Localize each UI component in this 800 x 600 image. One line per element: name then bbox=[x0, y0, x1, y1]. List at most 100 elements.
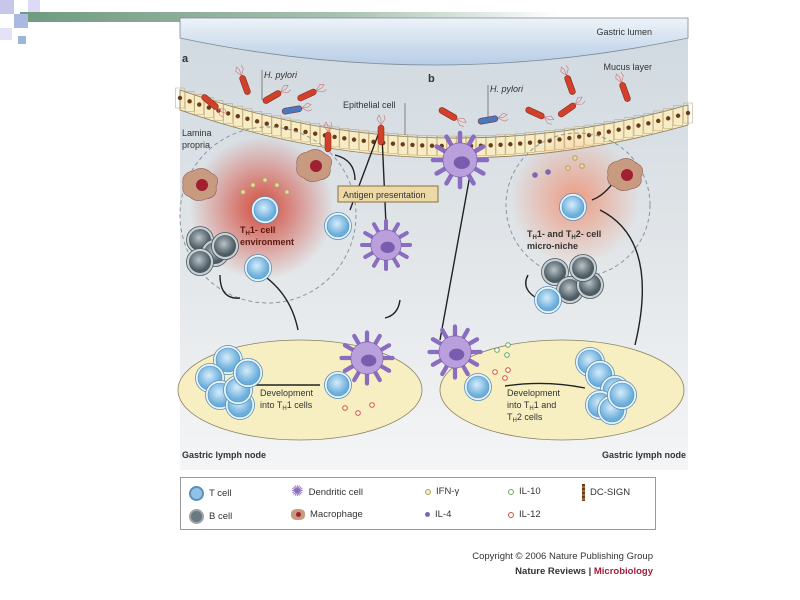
epithelial-cell bbox=[310, 123, 320, 144]
h-pylori-bacterium bbox=[438, 107, 467, 127]
antigen-presentation-box bbox=[337, 185, 439, 203]
legend-il4: IL-4 bbox=[425, 509, 451, 520]
t-cell bbox=[534, 286, 562, 314]
cytokine bbox=[262, 177, 268, 183]
epithelial-cell bbox=[663, 108, 673, 129]
epithelial-cell bbox=[525, 132, 535, 153]
lymph-node-right-label: Gastric lymph node bbox=[602, 450, 686, 460]
epithelial-cell bbox=[515, 133, 525, 154]
h-pylori-bacterium bbox=[262, 84, 292, 104]
b-cell-icon bbox=[189, 509, 204, 524]
epithelial-cell bbox=[339, 128, 350, 149]
epithelial-cell bbox=[633, 115, 644, 136]
b-cell bbox=[211, 232, 239, 260]
h-pylori-bacterium bbox=[323, 121, 333, 153]
cytokine bbox=[565, 165, 571, 171]
t-cell bbox=[233, 358, 263, 388]
b-cell bbox=[541, 258, 569, 286]
epithelial-cell bbox=[184, 91, 195, 112]
cytokine bbox=[494, 347, 500, 353]
legend-il12: IL-12 bbox=[508, 509, 541, 520]
epithelial-cell bbox=[604, 121, 614, 142]
epithelial-cell bbox=[397, 134, 408, 155]
cytokine bbox=[504, 352, 510, 358]
epithelial-cell bbox=[359, 130, 369, 152]
journal-section: Microbiology bbox=[593, 566, 653, 577]
h-pylori-bacterium bbox=[376, 114, 386, 146]
cytokine bbox=[545, 169, 551, 175]
journal-name: Nature Reviews bbox=[515, 566, 586, 577]
cytokine bbox=[250, 182, 256, 188]
h-pylori-bacterium bbox=[615, 72, 631, 102]
journal-credit: Nature Reviews | Microbiology bbox=[515, 566, 653, 577]
legend-t-cell: T cell bbox=[189, 486, 232, 501]
legend-macrophage: Macrophage bbox=[291, 509, 363, 520]
epithelial-cell bbox=[300, 121, 311, 143]
epithelial-cell bbox=[175, 87, 185, 109]
h-pylori-bacterium bbox=[201, 94, 227, 118]
macrophage bbox=[607, 158, 643, 191]
epithelial-cell bbox=[623, 117, 634, 138]
dendritic-cell-icon: ✺ bbox=[291, 483, 304, 500]
dendritic-cell bbox=[339, 330, 395, 386]
legend-label: DC-SIGN bbox=[590, 487, 631, 498]
epithelial-cell bbox=[262, 113, 272, 134]
h-pylori-bacterium bbox=[477, 112, 509, 125]
h-pylori-bacterium bbox=[525, 106, 555, 125]
gastric-lumen-label: Gastric lumen bbox=[596, 27, 652, 37]
cytokine bbox=[342, 405, 348, 411]
copyright-text: Copyright © 2006 Nature Publishing Group bbox=[472, 551, 653, 562]
legend-label: Dendritic cell bbox=[308, 486, 363, 498]
dendritic-cell bbox=[427, 324, 483, 380]
legend-label: IL-10 bbox=[519, 486, 541, 497]
cytokine bbox=[532, 172, 538, 178]
epithelial-cell bbox=[495, 134, 506, 156]
t-cell bbox=[559, 193, 587, 221]
epithelial-cell bbox=[407, 134, 418, 156]
epithelial-cell bbox=[505, 133, 516, 155]
epithelial-cell bbox=[194, 94, 204, 115]
separator: | bbox=[585, 566, 594, 577]
legend: T cell B cell ✺ Dendritic cell Macrophage… bbox=[180, 477, 656, 530]
slide-decoration-bar bbox=[20, 12, 560, 22]
panel-a-label: a bbox=[182, 53, 189, 65]
slide-decoration-square bbox=[28, 0, 40, 12]
gastric-lumen-region bbox=[179, 17, 689, 66]
dendritic-cell bbox=[359, 218, 413, 272]
ifn-gamma-dot-icon bbox=[425, 488, 431, 495]
b-cell bbox=[569, 254, 597, 282]
cytokine bbox=[284, 189, 290, 195]
b-cell bbox=[186, 248, 214, 276]
cytokine bbox=[505, 342, 511, 348]
epithelial-cell bbox=[673, 105, 683, 126]
h-pylori-bacterium bbox=[281, 102, 313, 115]
legend-dc-sign: DC-SIGN bbox=[582, 484, 630, 501]
legend-il10: IL-10 bbox=[508, 486, 541, 497]
cytokine bbox=[240, 189, 246, 195]
cytokine bbox=[505, 367, 511, 373]
legend-label: B cell bbox=[209, 511, 233, 522]
dc-sign-icon bbox=[582, 484, 585, 501]
epithelial-cell bbox=[613, 119, 624, 140]
h-pylori-bacterium bbox=[560, 65, 576, 95]
t-cell bbox=[251, 196, 279, 224]
h-pylori-label-a: H. pylori bbox=[264, 70, 298, 80]
il12-dot-icon bbox=[508, 511, 514, 518]
legend-b-cell: B cell bbox=[189, 509, 232, 524]
slide-decoration-square bbox=[0, 0, 14, 14]
h-pylori-bacterium bbox=[558, 96, 586, 118]
cytokine bbox=[492, 369, 498, 375]
macrophage bbox=[182, 168, 218, 201]
t-cell bbox=[244, 254, 272, 282]
lymph-node-left-label: Gastric lymph node bbox=[182, 450, 266, 460]
epithelial-cell bbox=[485, 135, 496, 156]
epithelial-cell bbox=[683, 102, 693, 124]
t-cell bbox=[607, 380, 637, 410]
epithelial-cell bbox=[653, 110, 664, 132]
macrophage bbox=[296, 149, 332, 182]
h-pylori-label-b: H. pylori bbox=[490, 84, 524, 94]
